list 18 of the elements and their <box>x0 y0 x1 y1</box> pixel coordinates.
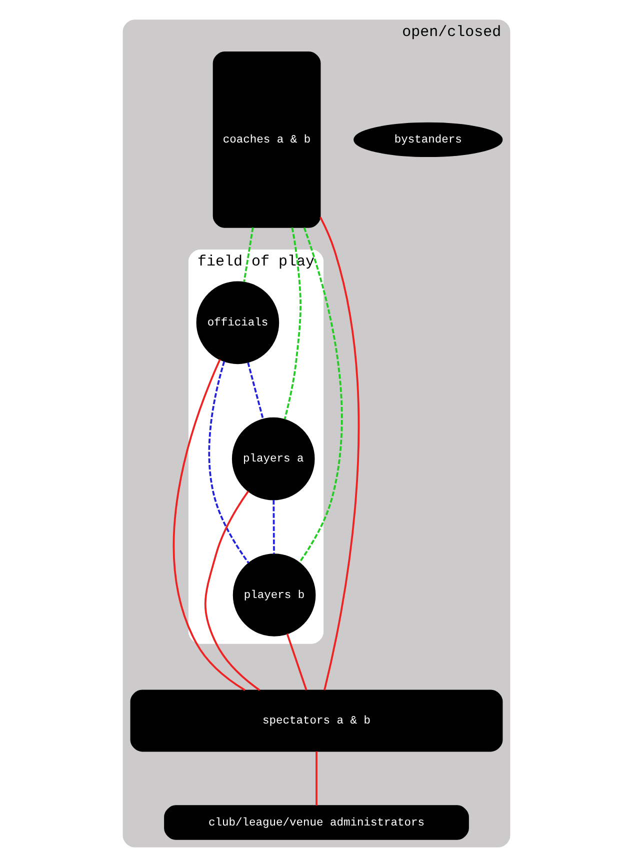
node-circle: officials <box>196 281 279 364</box>
node-box: coaches a & b <box>212 52 320 228</box>
connector <box>315 751 317 806</box>
node-box: spectators a & b <box>130 690 502 752</box>
connector <box>298 227 342 563</box>
connector <box>272 500 274 554</box>
connector <box>246 362 264 420</box>
connector <box>208 361 249 564</box>
connector <box>242 227 254 282</box>
node-box: club/league/venue administrators <box>164 805 468 840</box>
connector <box>283 227 301 420</box>
connector <box>172 359 245 692</box>
node-circle: players a <box>231 417 314 500</box>
connector <box>204 490 260 691</box>
connector <box>319 216 360 690</box>
connector <box>286 633 307 690</box>
node-ellipse: bystanders <box>353 122 502 158</box>
node-circle: players b <box>232 554 316 636</box>
